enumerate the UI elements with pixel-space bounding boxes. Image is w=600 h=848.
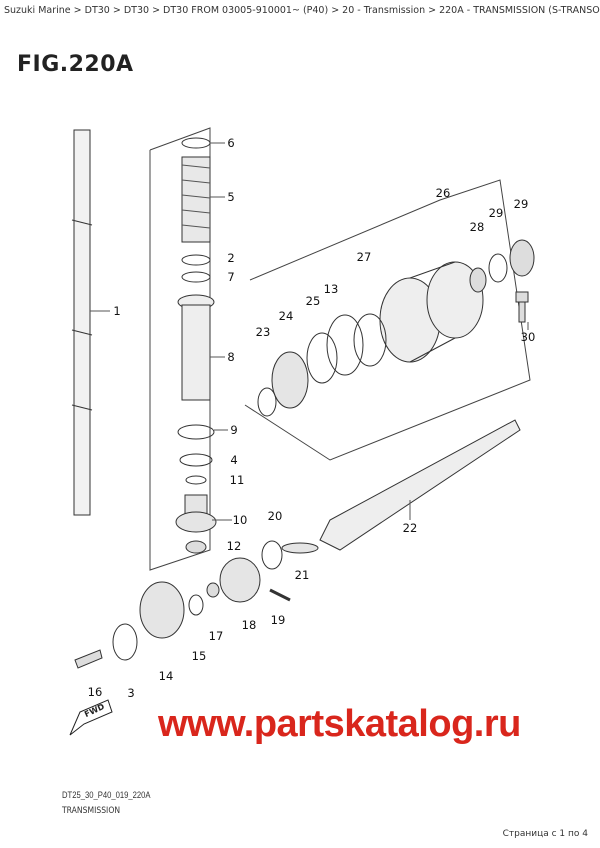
part-label[interactable]: 17 [208, 629, 224, 643]
part-29b [509, 239, 535, 277]
part-label[interactable]: 27 [356, 250, 372, 264]
part-label[interactable]: 29 [488, 206, 504, 220]
part-4 [179, 453, 213, 467]
part-2 [181, 254, 211, 266]
part-label[interactable]: 4 [230, 453, 238, 467]
part-label[interactable]: 21 [294, 568, 310, 582]
part-label[interactable]: 30 [520, 330, 536, 344]
pinion-10 [175, 494, 217, 533]
part-label[interactable]: 13 [323, 282, 339, 296]
part-label[interactable]: 18 [241, 618, 257, 632]
page-indicator: Страница с 1 по 4 [502, 829, 588, 839]
group-outline-left [149, 127, 211, 571]
part-label[interactable]: 28 [469, 220, 485, 234]
nut-12 [185, 540, 207, 554]
clutch-18 [219, 557, 261, 603]
part-label[interactable]: 20 [267, 509, 283, 523]
part-15 [188, 594, 204, 616]
part-label[interactable]: 16 [87, 685, 103, 699]
part-label[interactable]: 12 [226, 539, 242, 553]
part-label[interactable]: 14 [158, 669, 174, 683]
pin-19 [269, 588, 291, 602]
part-23 [257, 387, 277, 417]
part-label[interactable]: 25 [305, 294, 321, 308]
part-label[interactable]: 29 [513, 197, 529, 211]
part-label[interactable]: 7 [227, 270, 235, 284]
part-3 [112, 623, 138, 661]
part-label[interactable]: 3 [127, 686, 135, 700]
part-17 [206, 582, 220, 598]
part-28 [469, 267, 487, 293]
part-label[interactable]: 24 [278, 309, 294, 323]
part-label[interactable]: 6 [227, 136, 235, 150]
part-label[interactable]: 15 [191, 649, 207, 663]
part-11 [185, 475, 207, 485]
spring-21 [281, 542, 319, 554]
gear-24 [271, 351, 309, 409]
part-label[interactable]: 8 [227, 350, 235, 364]
part-25 [306, 332, 338, 384]
sleeve-8 [177, 294, 215, 401]
part-label[interactable]: 11 [229, 473, 245, 487]
part-label[interactable]: 1 [113, 304, 121, 318]
pin-16 [74, 649, 103, 669]
watermark: www.partskatalog.ru [158, 703, 521, 745]
part-9 [177, 424, 215, 440]
propeller-shaft-22 [319, 419, 521, 551]
bolt-30 [515, 291, 529, 323]
gear-14 [139, 581, 185, 639]
figure-title: FIG.220A [17, 52, 134, 77]
part-label[interactable]: 10 [232, 513, 248, 527]
part-6 [181, 137, 211, 149]
part-7 [181, 271, 211, 283]
bearing-housing [379, 261, 484, 363]
part-20 [261, 540, 283, 570]
group-outline-right [244, 179, 531, 461]
drive-shaft [71, 129, 93, 516]
spring-5 [181, 156, 211, 243]
part-label[interactable]: 5 [227, 190, 235, 204]
fwd-arrow-icon [69, 699, 113, 736]
part-27 [353, 313, 387, 367]
drawing-title: TRANSMISSION [62, 806, 121, 816]
breadcrumb[interactable]: Suzuki Marine > DT30 > DT30 > DT30 FROM … [4, 5, 600, 16]
part-label[interactable]: 26 [435, 186, 451, 200]
part-13 [326, 314, 364, 376]
leader-lines [90, 142, 529, 521]
part-label[interactable]: 22 [402, 521, 418, 535]
part-label[interactable]: 2 [227, 251, 235, 265]
drawing-code: DT25_30_P40_019_220A [62, 790, 151, 800]
part-label[interactable]: 23 [255, 325, 271, 339]
part-29a [488, 253, 508, 283]
part-label[interactable]: 9 [230, 423, 238, 437]
part-label[interactable]: 19 [270, 613, 286, 627]
